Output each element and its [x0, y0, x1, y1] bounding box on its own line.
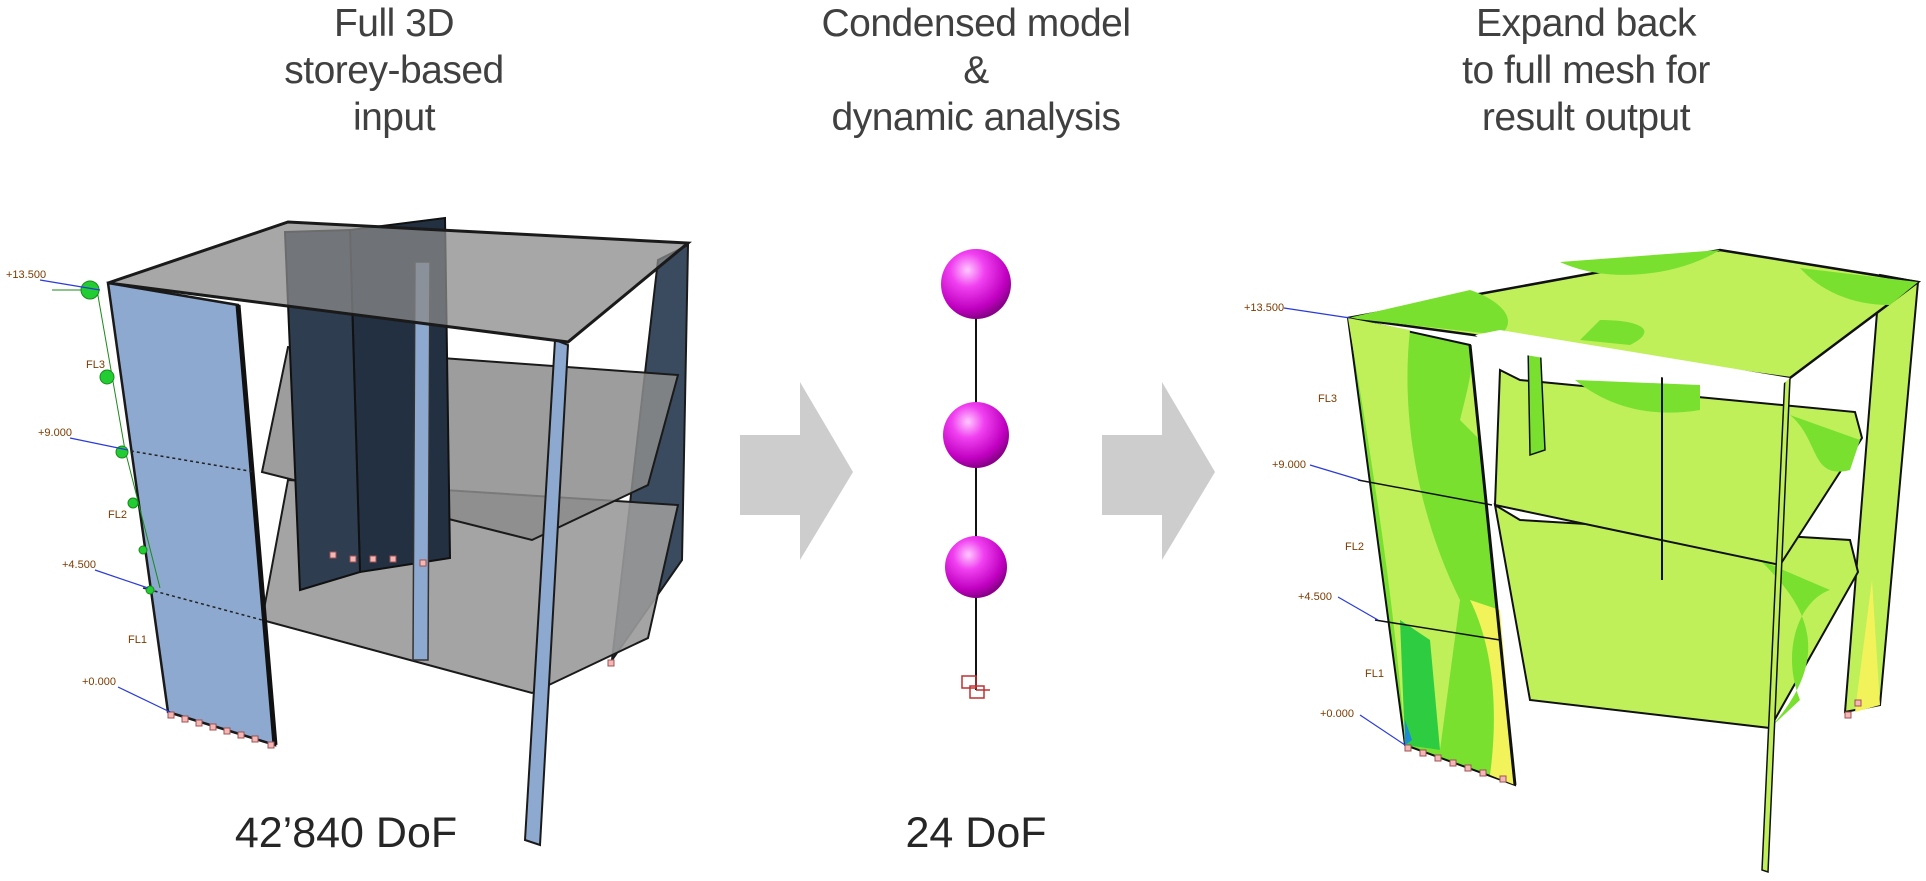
level-label: +0.000 — [82, 676, 116, 688]
storey-load-arrows — [52, 280, 161, 595]
slab-roof — [107, 220, 692, 344]
heading-line: input — [352, 96, 436, 139]
level-markers-right — [1283, 307, 1406, 746]
result-contour — [1348, 318, 1460, 750]
condensed-stick-model — [941, 249, 1011, 699]
level-label: +13.500 — [1244, 302, 1284, 314]
heading-line: to full mesh for — [1462, 49, 1710, 92]
result-contour — [1470, 600, 1515, 785]
level-label: +4.500 — [62, 559, 96, 571]
storey-line — [124, 449, 256, 473]
result-contour — [1460, 345, 1480, 440]
result-right-wall — [1843, 273, 1920, 714]
result-contour — [1400, 620, 1440, 750]
level-label: FL3 — [86, 359, 105, 371]
heading-line: Condensed model — [821, 2, 1131, 45]
arrow-right-icon — [740, 382, 853, 560]
storey-line — [1357, 479, 1493, 506]
result-contour — [1855, 580, 1880, 712]
dof-condensed-model: 24 DoF — [905, 809, 1047, 857]
lumped-mass-node-icon — [943, 402, 1009, 468]
result-contour — [1760, 560, 1830, 728]
front-left-wall — [106, 281, 277, 747]
heading-line: dynamic analysis — [831, 96, 1121, 139]
level-label: FL2 — [1345, 541, 1364, 553]
result-contour — [1348, 290, 1509, 335]
level-label: FL2 — [108, 509, 127, 521]
arrow-right-icon — [1102, 382, 1215, 560]
wall-edge — [1468, 344, 1517, 786]
level-label: +9.000 — [1272, 459, 1306, 471]
result-slab-level-2 — [1493, 368, 1864, 567]
heading-line: result output — [1481, 96, 1691, 139]
roof-opening — [1475, 330, 1790, 395]
level-label: FL1 — [1365, 668, 1384, 680]
heading-full-3d: Full 3D storey-based input — [134, 0, 654, 141]
heading-line: & — [963, 49, 989, 92]
result-contour — [1580, 320, 1645, 345]
storey-line — [1374, 619, 1501, 641]
support-symbol-icon — [961, 675, 990, 699]
level-markers-left — [39, 279, 171, 713]
full-3d-model: +13.500 FL3 +9.000 FL2 +4.500 FL1 +0.000 — [6, 216, 692, 847]
level-labels-right: +13.500 FL3 +9.000 FL2 +4.500 FL1 +0.000 — [1244, 302, 1384, 720]
level-labels-left: +13.500 FL3 +9.000 FL2 +4.500 FL1 +0.000 — [6, 269, 147, 688]
level-label: +4.500 — [1298, 591, 1332, 603]
storey-line — [142, 587, 263, 621]
lumped-mass-node-icon — [941, 249, 1011, 319]
level-label: FL1 — [128, 634, 147, 646]
result-support-symbols — [1404, 699, 1862, 783]
result-contour — [1405, 720, 1412, 745]
wall-edge — [235, 304, 278, 746]
heading-expand-back: Expand back to full mesh for result outp… — [1326, 0, 1846, 141]
heading-line: Full 3D — [333, 2, 455, 45]
level-label: +9.000 — [38, 427, 72, 439]
column-front — [523, 338, 570, 847]
result-contour — [1575, 380, 1700, 413]
dof-full-model: 42’840 DoF — [234, 809, 458, 857]
lumped-mass-node-icon — [945, 536, 1007, 598]
level-label: FL3 — [1318, 393, 1337, 405]
result-contour-model: +13.500 FL3 +9.000 FL2 +4.500 FL1 +0.000 — [1244, 248, 1922, 874]
level-label: +13.500 — [6, 269, 46, 281]
heading-condensed-model: Condensed model & dynamic analysis — [716, 0, 1236, 141]
result-contour — [1790, 415, 1860, 472]
result-contour — [1800, 268, 1918, 305]
heading-line: storey-based — [284, 49, 504, 92]
level-label: +0.000 — [1320, 708, 1354, 720]
result-contour — [1560, 250, 1720, 275]
heading-line: Expand back — [1476, 2, 1697, 45]
support-symbols — [167, 551, 615, 749]
